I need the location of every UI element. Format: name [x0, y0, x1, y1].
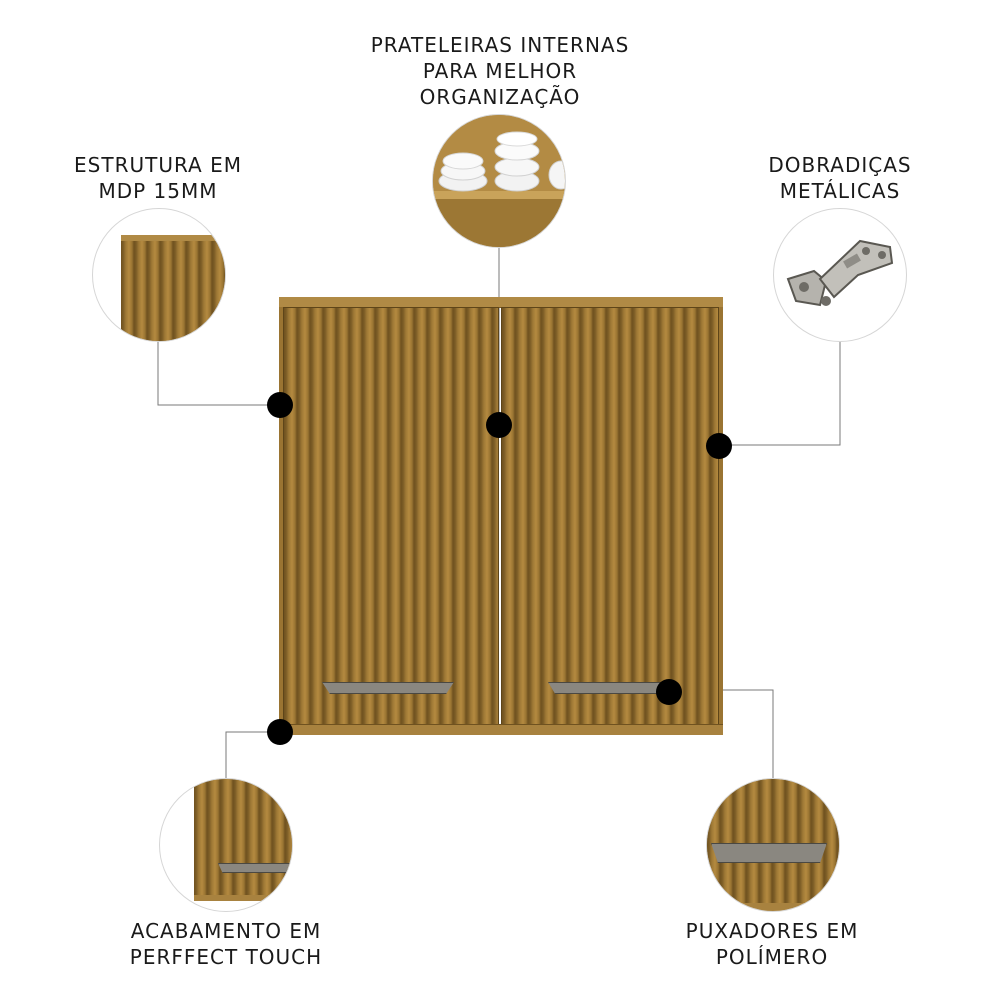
structure-label-line1: ESTRUTURA EM — [74, 153, 242, 177]
handles-panel — [707, 779, 839, 903]
handles-marker-dot — [656, 679, 682, 705]
structure-edge — [121, 235, 225, 241]
finish-label: ACABAMENTO EM PERFFECT TOUCH — [116, 918, 336, 970]
door-left-handle[interactable] — [322, 682, 454, 694]
handles-panel-bottom-edge — [707, 903, 839, 911]
structure-detail-image — [92, 208, 226, 342]
polymer-handle-closeup — [711, 843, 827, 863]
cabinet-right-side — [719, 307, 723, 725]
handles-label: PUXADORES EM POLÍMERO — [662, 918, 882, 970]
hinges-detail-image — [773, 208, 907, 342]
metal-hinge-icon — [786, 239, 894, 307]
cabinet-door-right[interactable] — [501, 307, 719, 725]
hinges-label-line1: DOBRADIÇAS — [768, 153, 912, 177]
finish-panel-bottom-edge — [194, 895, 292, 901]
shelves-illustration — [433, 115, 565, 247]
finish-panel — [194, 779, 292, 895]
finish-handle — [218, 863, 292, 873]
structure-label: ESTRUTURA EM MDP 15MM — [68, 152, 248, 204]
cabinet-door-left[interactable] — [283, 307, 499, 725]
finish-marker-dot — [267, 719, 293, 745]
shelves-marker-dot — [486, 412, 512, 438]
finish-label-line2: PERFFECT TOUCH — [129, 945, 323, 969]
structure-label-line2: MDP 15MM — [98, 179, 218, 203]
shelves-label: PRATELEIRAS INTERNAS PARA MELHOR ORGANIZ… — [360, 32, 640, 110]
hinges-connector — [718, 342, 841, 446]
shelves-label-line1: PRATELEIRAS INTERNAS — [370, 33, 630, 57]
hinges-label-line2: METÁLICAS — [779, 179, 901, 203]
door-right-handle[interactable] — [548, 682, 668, 694]
finish-label-line1: ACABAMENTO EM — [130, 919, 322, 943]
structure-connector — [157, 340, 280, 406]
handles-label-line2: POLÍMERO — [715, 945, 829, 969]
shelves-label-line2: PARA MELHOR — [422, 59, 578, 83]
hinges-marker-dot — [706, 433, 732, 459]
handles-label-line1: PUXADORES EM — [685, 919, 859, 943]
cabinet — [279, 297, 723, 735]
shelves-detail-image — [432, 114, 566, 248]
handles-detail-image — [706, 778, 840, 912]
structure-marker-dot — [267, 392, 293, 418]
cabinet-bottom-panel — [279, 724, 723, 735]
hinges-label: DOBRADIÇAS METÁLICAS — [750, 152, 930, 204]
shelves-label-line3: ORGANIZAÇÃO — [419, 85, 581, 109]
finish-detail-image — [159, 778, 293, 912]
structure-panel — [121, 241, 225, 341]
cabinet-left-side — [279, 307, 283, 725]
